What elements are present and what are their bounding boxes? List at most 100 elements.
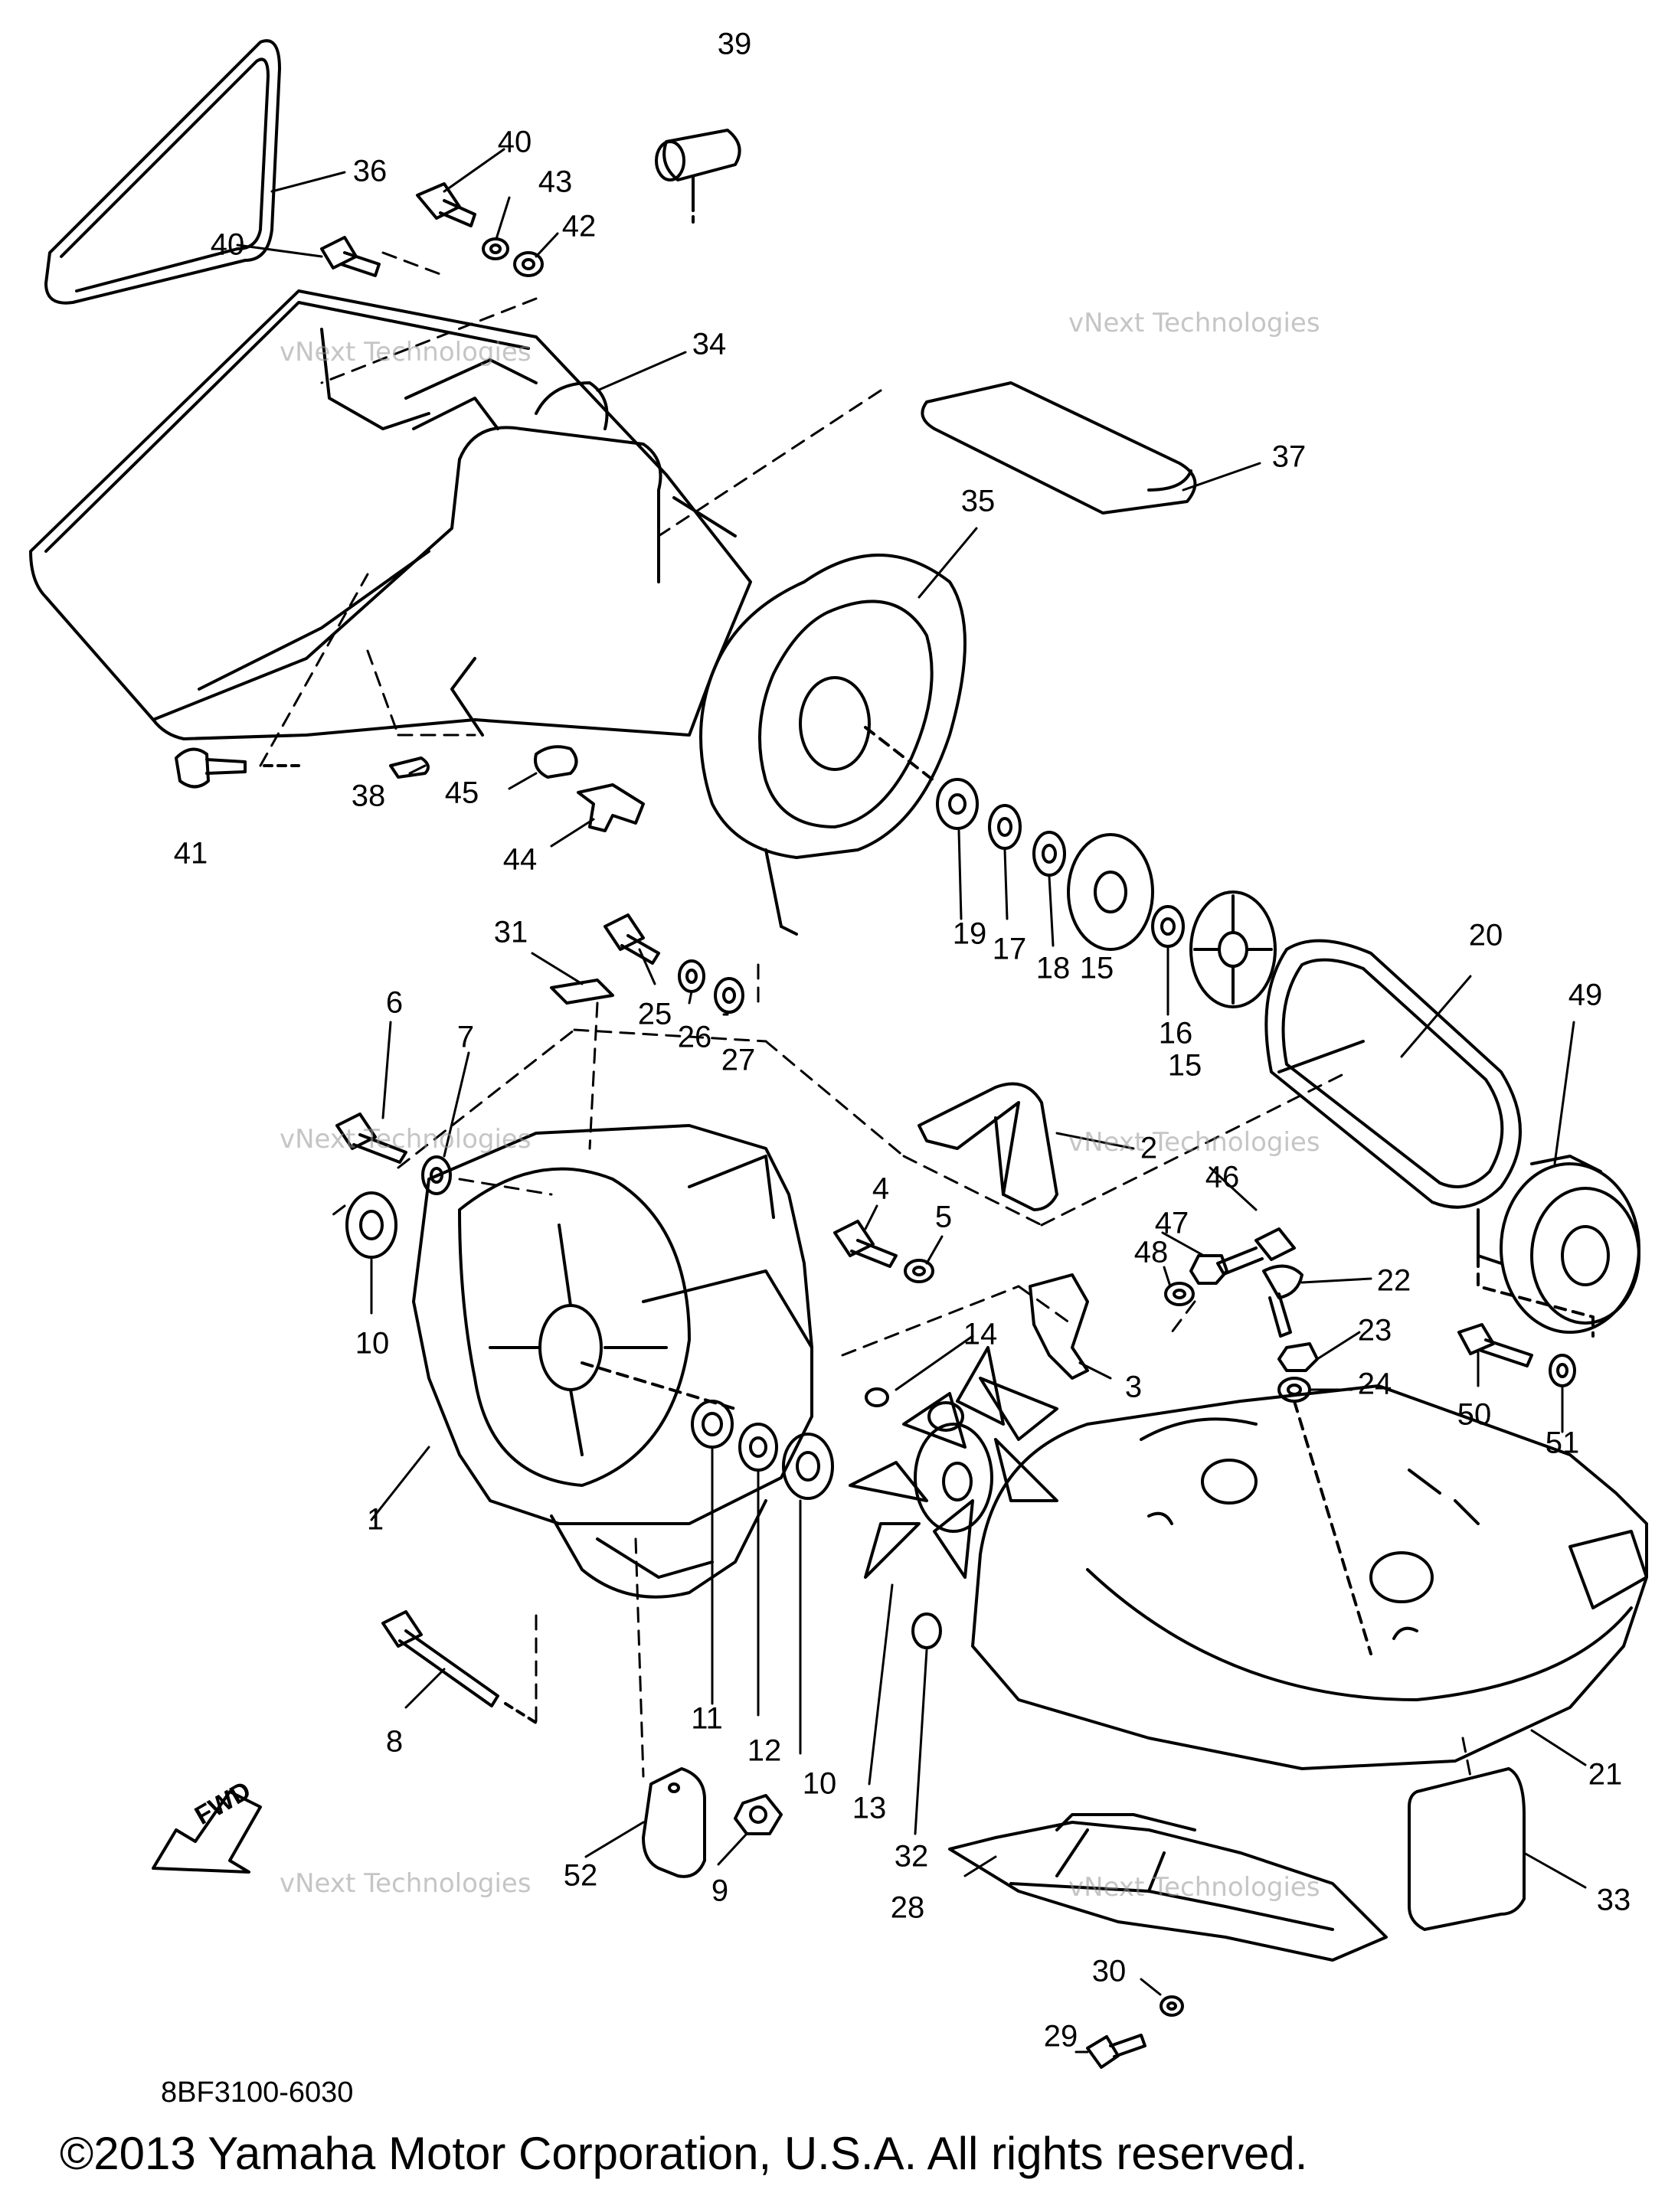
part-label-14: 14: [963, 1317, 998, 1351]
leader-lines: [236, 148, 1587, 2054]
part-label-43: 43: [538, 165, 573, 199]
clip-38: [389, 756, 430, 779]
watermark: vNext Technologies: [1068, 308, 1320, 338]
washer-42: [513, 251, 544, 277]
part-label-25: 25: [637, 997, 672, 1031]
nut-47: [1189, 1254, 1228, 1285]
belt-20: [1264, 939, 1522, 1209]
watermark-line1: vNext Technologies: [280, 1124, 532, 1155]
part-label-17: 17: [992, 932, 1027, 966]
part-label-19: 19: [952, 916, 987, 951]
bearing-10b: [782, 1433, 834, 1500]
collar-19: [936, 778, 979, 830]
bolt-50: [1457, 1323, 1533, 1367]
diagram-code: 8BF3100-6030: [161, 2076, 354, 2109]
washer-43: [482, 237, 509, 260]
bracket-3: [1029, 1273, 1089, 1380]
part-label-21: 21: [1588, 1757, 1623, 1792]
part-label-38: 38: [351, 779, 386, 813]
watermark-line1: vNext Technologies: [1068, 1127, 1320, 1158]
nut-9: [734, 1794, 783, 1835]
part-label-50: 50: [1457, 1397, 1492, 1432]
bolt-40-top: [416, 182, 476, 227]
part-label-5: 5: [934, 1200, 953, 1234]
part-label-10: 10: [355, 1326, 390, 1361]
side-panel-36: [44, 39, 281, 305]
part-label-15: 15: [1079, 951, 1114, 985]
cover-37: [921, 381, 1197, 515]
part-label-29: 29: [1043, 2019, 1078, 2054]
watermark: vNext Technologies: [280, 1124, 532, 1155]
part-label-39: 39: [717, 27, 752, 61]
part-label-49: 49: [1568, 978, 1603, 1012]
part-label-34: 34: [692, 327, 727, 361]
bulb-39: [655, 129, 741, 224]
part-label-3: 3: [1124, 1370, 1143, 1404]
part-label-40: 40: [210, 227, 245, 262]
part-label-47: 47: [1154, 1206, 1189, 1240]
bolt-22: [1262, 1264, 1303, 1338]
washer-48: [1164, 1282, 1195, 1306]
part-label-41: 41: [173, 836, 208, 871]
washer-18: [1032, 831, 1066, 877]
part-label-40: 40: [497, 125, 532, 159]
part-label-27: 27: [721, 1043, 756, 1077]
part-label-7: 7: [456, 1020, 475, 1054]
cover-2: [918, 1082, 1058, 1211]
grommet-45: [534, 745, 578, 779]
part-label-42: 42: [561, 209, 597, 243]
part-label-22: 22: [1376, 1263, 1411, 1298]
watermark-line1: vNext Technologies: [280, 1868, 532, 1899]
watermark-line1: vNext Technologies: [1068, 1872, 1320, 1903]
part-label-6: 6: [385, 985, 404, 1020]
part-label-32: 32: [894, 1839, 929, 1874]
housing-1: [412, 1124, 813, 1599]
part-label-44: 44: [502, 842, 538, 877]
watermark: vNext Technologies: [1068, 1872, 1320, 1903]
washer-7: [421, 1155, 452, 1195]
assembly-lines: [259, 251, 1472, 1778]
disc-32: [911, 1612, 942, 1649]
bracket-44: [577, 783, 645, 832]
body-21: [971, 1384, 1648, 1770]
bolt-8: [381, 1610, 538, 1724]
bolt-40-left: [320, 236, 381, 277]
part-label-12: 12: [747, 1733, 782, 1768]
watermark: vNext Technologies: [1068, 1127, 1320, 1158]
part-label-9: 9: [711, 1874, 729, 1908]
fwd-arrow-icon: [152, 1790, 262, 1874]
sheave-15a: [1067, 833, 1154, 951]
pad-33: [1408, 1767, 1526, 1931]
part-label-18: 18: [1035, 951, 1071, 985]
part-label-16: 16: [1158, 1016, 1193, 1050]
washer-16: [1151, 905, 1185, 948]
part-label-36: 36: [352, 154, 388, 188]
part-label-2: 2: [1140, 1131, 1158, 1165]
part-label-28: 28: [890, 1890, 925, 1925]
washer-5: [904, 1259, 934, 1283]
part-label-30: 30: [1091, 1954, 1127, 1988]
watermark: vNext Technologies: [280, 1868, 532, 1899]
pulley-cover-35: [699, 554, 967, 936]
washer-27: [714, 977, 744, 1014]
bolt-41: [175, 747, 300, 789]
washer-26: [678, 959, 705, 993]
bolt-29: [1086, 2034, 1146, 2069]
part-label-24: 24: [1357, 1367, 1392, 1401]
copyright-notice: ©2013 Yamaha Motor Corporation, U.S.A. A…: [60, 2128, 1308, 2179]
plate-52: [642, 1767, 706, 1878]
pulley-49: [1477, 1155, 1640, 1338]
bearing-10a: [345, 1191, 397, 1259]
nut-23: [1277, 1342, 1319, 1372]
bolt-4: [833, 1220, 898, 1268]
part-label-45: 45: [444, 776, 479, 810]
bolt-46: [1216, 1227, 1296, 1276]
bolt-25: [603, 913, 660, 965]
skid-28: [948, 1813, 1388, 1962]
circlip-11: [691, 1400, 734, 1449]
part-label-20: 20: [1468, 918, 1503, 952]
part-label-8: 8: [385, 1724, 404, 1759]
washer-30: [1160, 1995, 1184, 2017]
part-label-51: 51: [1545, 1426, 1580, 1460]
